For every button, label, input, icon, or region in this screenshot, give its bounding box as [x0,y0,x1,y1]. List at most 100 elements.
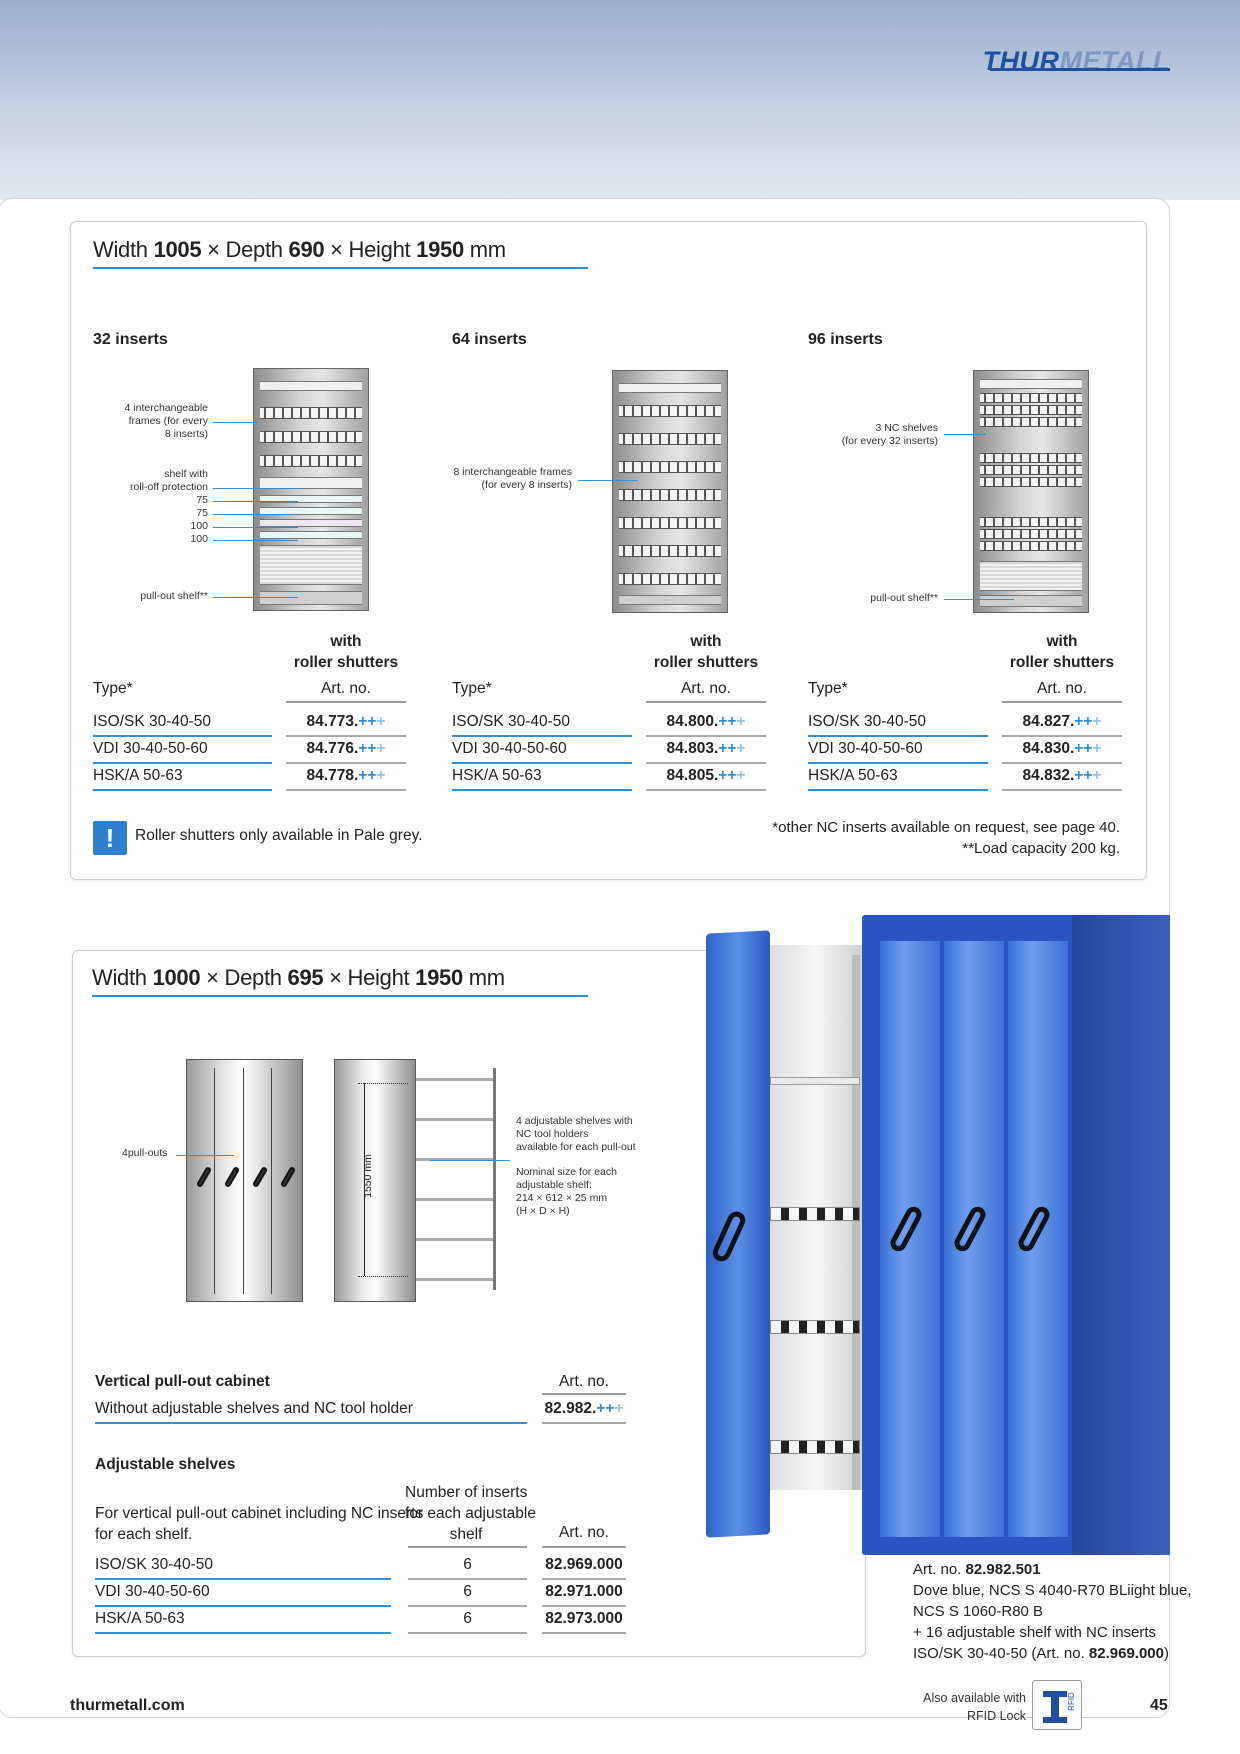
row-rule [408,1605,527,1607]
shelf-row-count: 6 [463,1583,472,1600]
row-rule [95,1422,527,1424]
art-header-line2: roller shutters [1009,654,1115,671]
col1-callout-shelf: shelf with roll-off protection 75 75 100… [129,468,208,545]
col3-callout-shelves: 3 NC shelves (for every 32 inserts) [841,422,938,447]
leader-line [213,514,298,515]
vertical-cabinet-title: Vertical pull-out cabinet [95,1373,270,1390]
leader-line [213,527,298,528]
warning-icon: ! [93,821,127,855]
row-rule [542,1578,626,1580]
table-row-type: ISO/SK 30-40-50 [93,713,212,730]
leader-line [213,488,298,489]
footnote-load: **Load capacity 200 kg. [962,840,1120,857]
website-link[interactable]: thurmetall.com [70,1697,185,1714]
art-header-line2: roller shutters [293,654,399,671]
row-rule [808,762,988,764]
dimension-label: 1550 mm [362,1154,374,1198]
handle-icon [251,1165,269,1189]
row-rule [646,735,766,737]
leader-line [213,540,298,541]
handle-icon [279,1165,297,1189]
rfid-note: Also available with RFID Lock [923,1691,1026,1723]
section2-heading-underline [92,995,588,997]
row-rule [1002,735,1122,737]
table-row-art: 84.805.+++ [666,767,746,784]
table-row-type: VDI 30-40-50-60 [93,740,208,757]
row-rule [93,735,272,737]
shelf-row-type: VDI 30-40-50-60 [95,1583,210,1600]
row-rule [646,789,766,791]
col1-callout-pullout: pull-out shelf** [140,590,208,602]
leader-line [213,501,298,502]
col3-callout-pullout: pull-out shelf** [870,592,938,604]
leader-line [213,422,258,423]
table-row-art: 84.800.+++ [666,713,746,730]
footnote-inserts: *other NC inserts available on request, … [772,819,1120,836]
row-rule [1002,762,1122,764]
table-row-art: 84.803.+++ [666,740,746,757]
row-rule [286,762,406,764]
handle-icon [709,1208,749,1264]
row-rule [95,1632,391,1634]
leader-line [213,597,298,598]
section1-heading: Width 1005 × Depth 690 × Height 1950 mm [93,237,506,262]
rfid-badge-text: RFID [1066,1692,1076,1711]
row-rule [95,1578,391,1580]
table-row-type: HSK/A 50-63 [808,767,898,784]
adjustable-shelves-desc: For vertical pull-out cabinet including … [95,1505,424,1543]
art-no-header: Art. no. [321,680,371,697]
cabinet-64-illustration [612,370,728,613]
row-rule [286,789,406,791]
leader-line [944,434,986,435]
art-header-line2: roller shutters [653,654,759,671]
thurmetall-logo: THURMETALL [983,46,1170,77]
art-no-header: Art. no. [681,680,731,697]
roller-shutter-notice: Roller shutters only available in Pale g… [135,827,423,844]
row-rule [808,789,988,791]
pullout-cabinet-side-illustration [334,1059,416,1302]
rfid-lock-icon: RFID [1032,1680,1082,1730]
insert-count-header: Number of inserts for each adjustable sh… [405,1484,536,1543]
shelf-row-count: 6 [463,1610,472,1627]
row-rule [408,1632,527,1634]
header-rule [542,1393,626,1395]
table-row-type: HSK/A 50-63 [93,767,183,784]
section1-heading-underline [93,267,588,269]
row-rule [542,1632,626,1634]
col1-callout-frames: 4 interchangeable frames (for every 8 in… [124,402,208,440]
table-row-art: 84.832.+++ [1022,767,1102,784]
leader-line [430,1160,510,1161]
open-door-photo [706,930,770,1538]
handle-icon [195,1165,213,1189]
pullout-cabinet-front-illustration [186,1059,303,1302]
table-row-type: ISO/SK 30-40-50 [808,713,927,730]
shelf-note: 4 adjustable shelves with NC tool holder… [516,1115,636,1153]
type-header: Type* [93,680,133,697]
cabinet-body-photo [862,915,1170,1555]
shelf-row-type: ISO/SK 30-40-50 [95,1556,214,1573]
row-rule [808,735,988,737]
col1-title: 32 inserts [93,331,168,348]
art-header-line1: with [690,633,722,650]
row-rule [646,762,766,764]
logo-part2: METALL [1059,46,1170,76]
pullout-rack-photo [770,945,862,1490]
pullout-frame [416,1068,496,1290]
table-row-type: VDI 30-40-50-60 [452,740,567,757]
photo-caption: Art. no. 82.982.501 Dove blue, NCS S 404… [913,1561,1192,1662]
shelf-row-art: 82.969.000 [545,1556,623,1573]
row-rule [452,762,632,764]
adjustable-shelves-title: Adjustable shelves [95,1456,236,1473]
dimension-tick [358,1083,408,1084]
shelf-row-art: 82.971.000 [545,1583,623,1600]
logo-part1: THUR [982,46,1060,76]
row-rule [93,762,272,764]
shelves-art-header: Art. no. [559,1524,609,1541]
shelf-row-count: 6 [463,1556,472,1573]
header-rule [646,701,766,703]
row-rule [408,1578,527,1580]
row-rule [542,1422,626,1424]
row-rule [93,789,272,791]
row-rule [452,735,632,737]
header-rule [1002,701,1122,703]
